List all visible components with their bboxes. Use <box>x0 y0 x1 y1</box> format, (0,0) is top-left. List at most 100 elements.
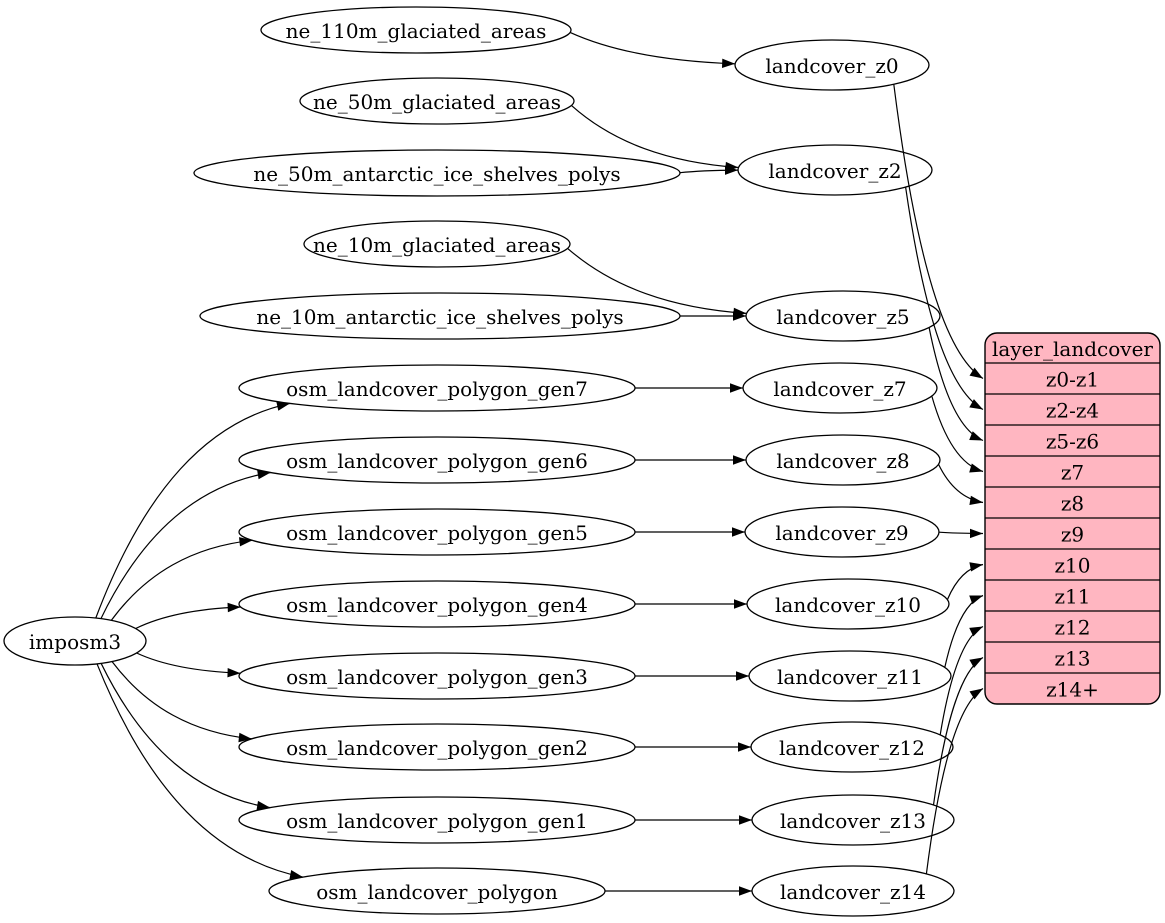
node-ellipse <box>737 144 933 196</box>
node-label: osm_landcover_polygon_gen6 <box>286 449 588 473</box>
edge-arrowhead <box>969 626 983 637</box>
edge-arrowhead <box>733 311 746 321</box>
edge-landcover_z0-to-row-0 <box>893 84 984 380</box>
record-layer_landcover: layer_landcoverz0-z1z2-z4z5-z6z7z8z9z10z… <box>984 332 1161 705</box>
edge-osm_landcover_polygon_gen4-to-landcover_z10 <box>635 599 747 609</box>
edge-landcover_z12-to-row-8 <box>939 625 984 735</box>
node-label: osm_landcover_polygon <box>316 880 558 904</box>
edge-arrowhead <box>970 528 983 539</box>
node-osm_landcover_polygon_gen3: osm_landcover_polygon_gen3 <box>238 652 636 700</box>
node-label: ne_10m_glaciated_areas <box>313 233 561 257</box>
edge-line <box>946 563 984 600</box>
edge-imposm3-to-osm_landcover_polygon_gen4 <box>135 602 241 630</box>
node-label: landcover_z14 <box>780 880 926 904</box>
edge-imposm3-to-osm_landcover_polygon_gen7 <box>95 401 291 619</box>
edge-arrowhead <box>969 367 983 379</box>
node-osm_landcover_polygon_gen2: osm_landcover_polygon_gen2 <box>238 723 636 771</box>
edge-arrowhead <box>734 599 747 609</box>
node-ellipse <box>3 616 147 666</box>
node-label: landcover_z0 <box>765 54 898 78</box>
node-landcover_z14: landcover_z14 <box>751 865 955 917</box>
edge-landcover_z2-to-row-1 <box>905 187 984 411</box>
edge-osm_landcover_polygon_gen3-to-landcover_z11 <box>634 671 749 681</box>
edge-arrowhead <box>227 668 241 678</box>
node-label: osm_landcover_polygon_gen2 <box>286 736 588 760</box>
edge-arrowhead <box>730 383 743 393</box>
node-landcover_z0: landcover_z0 <box>734 39 930 91</box>
edge-arrowhead <box>739 886 752 896</box>
edge-arrowhead <box>256 800 271 811</box>
node-ellipse <box>193 149 681 197</box>
node-label: landcover_z9 <box>775 521 908 545</box>
edge-landcover_z8-to-row-4 <box>937 464 984 505</box>
node-ellipse <box>303 220 571 268</box>
node-landcover_z7: landcover_z7 <box>742 362 938 414</box>
edge-arrowhead <box>725 165 738 175</box>
node-label: landcover_z8 <box>776 449 909 473</box>
edge-imposm3-to-osm_landcover_polygon_gen2 <box>111 661 252 743</box>
record-row-z11: z11 <box>1055 585 1091 609</box>
node-ellipse <box>260 6 572 54</box>
node-label: ne_50m_antarctic_ice_shelves_polys <box>253 162 620 186</box>
edge-arrowhead <box>732 527 745 537</box>
node-osm_landcover_polygon: osm_landcover_polygon <box>268 867 606 915</box>
edge-osm_landcover_polygon-to-landcover_z14 <box>604 886 753 896</box>
node-label: osm_landcover_polygon_gen4 <box>286 593 588 617</box>
node-osm_landcover_polygon_gen6: osm_landcover_polygon_gen6 <box>238 436 636 484</box>
node-label: osm_landcover_polygon_gen1 <box>286 809 588 833</box>
node-label: landcover_z5 <box>776 305 909 329</box>
node-label: ne_10m_antarctic_ice_shelves_polys <box>256 305 623 329</box>
edge-osm_landcover_polygon_gen2-to-landcover_z12 <box>634 742 751 752</box>
node-osm_landcover_polygon_gen4: osm_landcover_polygon_gen4 <box>238 580 636 628</box>
node-ne_110m_glaciated_areas: ne_110m_glaciated_areas <box>260 6 572 54</box>
edge-arrowhead <box>722 58 736 68</box>
node-ne_50m_antarctic_ice_shelves_polys: ne_50m_antarctic_ice_shelves_polys <box>193 149 681 197</box>
edge-arrowhead <box>227 602 241 613</box>
edge-arrowhead <box>738 742 751 752</box>
node-landcover_z8: landcover_z8 <box>745 434 941 486</box>
edge-line <box>925 687 984 874</box>
node-ellipse <box>299 77 575 125</box>
edge-line <box>571 104 739 169</box>
node-label: landcover_z12 <box>779 736 925 760</box>
record-row-z12: z12 <box>1055 616 1091 640</box>
edge-line <box>95 402 291 619</box>
node-landcover_z2: landcover_z2 <box>737 144 933 196</box>
edge-arrowhead <box>736 671 749 681</box>
node-osm_landcover_polygon_gen5: osm_landcover_polygon_gen5 <box>238 508 636 556</box>
edge-landcover_z5-to-row-2 <box>928 327 984 442</box>
node-osm_landcover_polygon_gen1: osm_landcover_polygon_gen1 <box>238 796 636 844</box>
node-ne_10m_antarctic_ice_shelves_polys: ne_10m_antarctic_ice_shelves_polys <box>199 292 681 340</box>
edge-osm_landcover_polygon_gen7-to-landcover_z7 <box>634 383 743 393</box>
edge-line <box>928 327 984 442</box>
edge-landcover_z9-to-row-5 <box>938 528 984 539</box>
edge-landcover_z13-to-row-9 <box>932 656 984 805</box>
edge-imposm3-to-osm_landcover_polygon <box>96 663 304 880</box>
edge-arrowhead <box>257 469 271 480</box>
record-row-z13: z13 <box>1055 647 1091 671</box>
node-landcover_z13: landcover_z13 <box>751 794 955 846</box>
node-label: ne_110m_glaciated_areas <box>286 19 547 43</box>
edge-line <box>893 84 984 380</box>
node-landcover_z10: landcover_z10 <box>746 578 950 630</box>
node-imposm3: imposm3 <box>3 616 147 666</box>
edge-arrowhead <box>969 495 983 505</box>
edge-arrowhead <box>276 401 290 411</box>
edge-imposm3-to-osm_landcover_polygon_gen5 <box>110 537 253 621</box>
node-osm_landcover_polygon_gen7: osm_landcover_polygon_gen7 <box>238 364 636 412</box>
record-row-z8: z8 <box>1061 492 1084 516</box>
node-landcover_z12: landcover_z12 <box>750 721 954 773</box>
edge-osm_landcover_polygon_gen6-to-landcover_z8 <box>634 455 746 465</box>
node-label: landcover_z7 <box>773 377 906 401</box>
edge-ne_50m_antarctic_ice_shelves_polys-to-landcover_z2 <box>679 165 739 175</box>
record-row-z7: z7 <box>1061 461 1084 485</box>
node-landcover_z11: landcover_z11 <box>748 650 952 702</box>
record-row-z5-z6: z5-z6 <box>1046 430 1099 454</box>
node-ellipse <box>734 39 930 91</box>
node-landcover_z9: landcover_z9 <box>744 506 940 558</box>
edge-landcover_z10-to-row-6 <box>946 562 984 600</box>
edge-ne_10m_antarctic_ice_shelves_polys-to-landcover_z5 <box>679 311 746 321</box>
edge-landcover_z14-to-row-10 <box>925 687 984 874</box>
